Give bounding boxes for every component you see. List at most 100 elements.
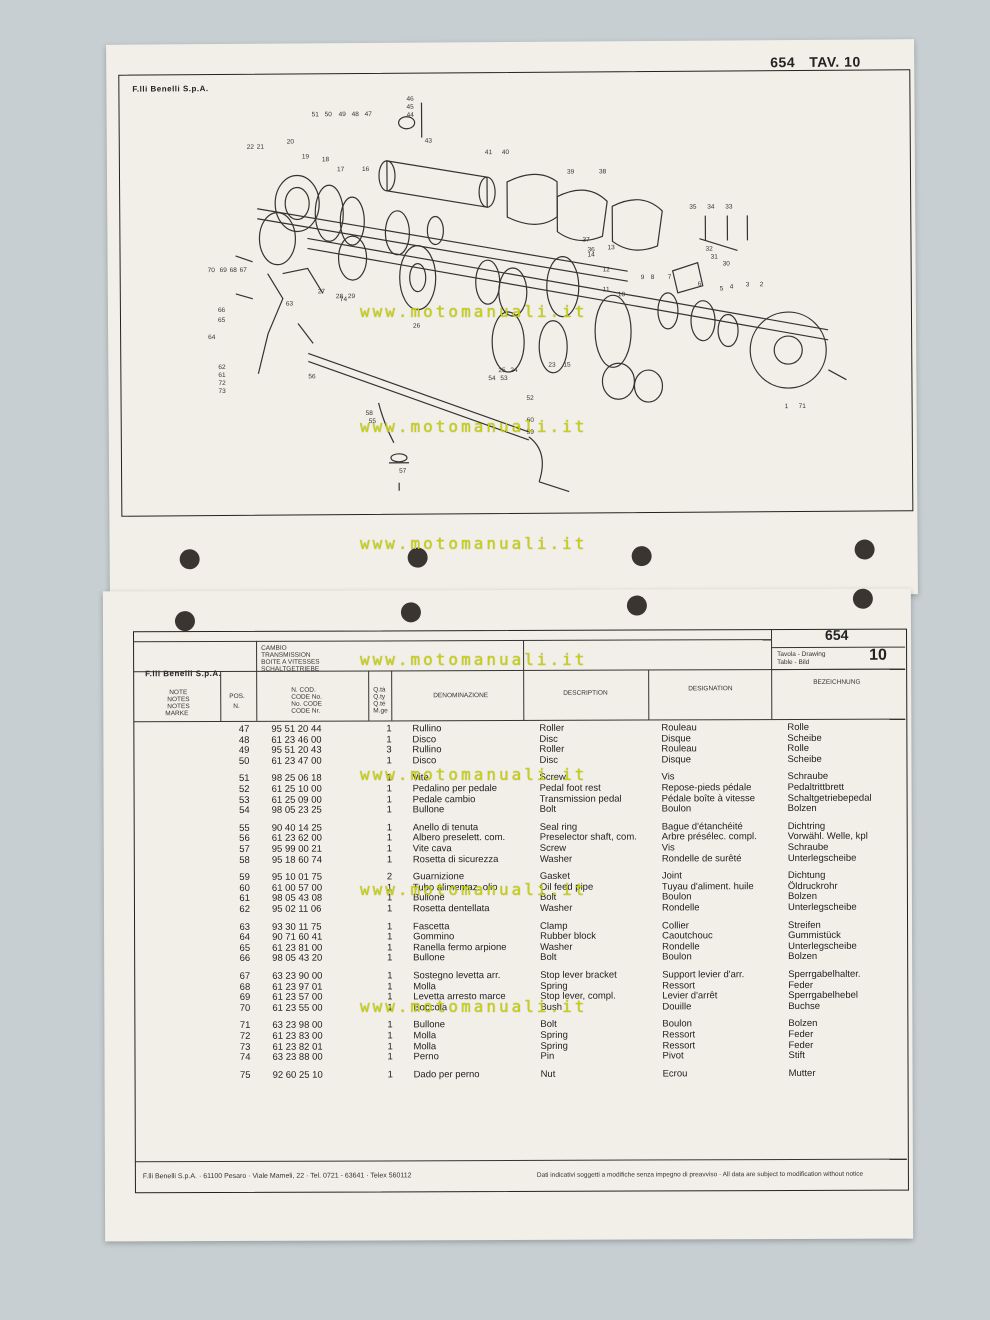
callout-number: 37 [582,236,590,243]
callout-number: 40 [502,149,510,156]
row-code: 61 25 10 00 [271,783,322,795]
header-designation: DESIGNATION [688,685,733,693]
tavola-number: 10 [869,646,887,664]
callout-number: 38 [599,168,607,175]
callout-number: 48 [352,111,360,118]
row-de: Dichtring [787,820,826,832]
tavola-label: Tavola - Drawing [777,650,826,659]
row-it: Molla [413,1040,437,1052]
table-label: Table - Bild [777,658,810,667]
row-code: 95 99 00 21 [271,843,322,855]
row-en: Preselector shaft, com. [539,831,637,844]
row-pos: 74 [239,1052,251,1064]
row-it: Gommino [413,931,455,943]
row-fr: Rondelle [662,941,700,953]
watermark: www.motomanuali.it [360,650,588,669]
callout-number: 66 [218,307,226,314]
row-en: Nut [540,1068,556,1080]
row-pos: 67 [239,970,251,982]
row-pos: 75 [239,1069,251,1081]
row-pos: 69 [239,992,251,1004]
row-en: Seal ring [539,821,578,833]
row-qty: 1 [386,903,393,915]
callout-number: 24 [510,367,518,374]
row-code: 61 23 83 00 [272,1030,323,1042]
row-en: Rubber block [540,930,597,943]
row-de: Vorwähl. Welle, kpl [787,831,868,843]
row-de: Scheibe [787,753,822,765]
callout-number: 60 [527,417,535,424]
callout-number: 10 [618,291,626,298]
row-code: 95 18 60 74 [271,854,323,866]
watermark: www.motomanuali.it [360,880,588,899]
row-pos: 49 [238,745,250,757]
watermark: www.motomanuali.it [360,997,588,1016]
callout-number: 20 [287,139,295,146]
row-pos: 64 [239,932,251,944]
parts-list-sheet: F.lli Benelli S.p.A. CAMBIO TRANSMISSION… [102,588,914,1242]
callout-number: 61 [218,372,226,379]
callout-number: 57 [399,468,407,475]
row-fr: Boulon [661,803,692,815]
callout-number: 52 [527,395,535,402]
row-pos: 70 [239,1002,251,1014]
row-qty: 1 [387,980,393,993]
callout-number: 23 [548,362,556,369]
callout-number: 12 [603,266,611,273]
row-it: Rosetta dentellata [412,903,490,915]
row-de: Bolzen [787,891,818,903]
callout-number: 25 [498,367,506,374]
row-fr: Pivot [662,1050,684,1062]
callout-number: 33 [725,203,733,210]
callout-number: 4 [730,283,734,290]
header-bezeichnung: BEZEICHNUNG [813,678,861,686]
row-de: Schaltgetriebepedal [787,792,872,804]
punch-hole [179,549,200,570]
row-code: 98 05 23 25 [271,804,322,817]
row-pos: 61 [239,893,250,905]
row-it: Dado per perno [413,1068,480,1081]
row-fr: Rondelle de surêté [661,852,742,865]
callout-number: 28 [336,293,344,300]
row-de: Scheibe [787,732,822,744]
callout-number: 2 [760,281,764,288]
row-fr: Ressort [662,979,696,992]
callout-number: 53 [500,375,508,382]
row-de: Rolle [787,721,810,734]
row-code: 98 25 06 18 [271,773,322,785]
punch-hole [400,602,421,623]
row-en: Spring [540,1029,568,1041]
row-qty: 1 [387,1019,393,1031]
row-qty: 1 [386,843,393,855]
row-code: 98 05 43 08 [271,893,323,905]
callout-number: 26 [413,323,421,330]
row-fr: Rouleau [661,722,697,734]
punch-hole [631,546,652,567]
row-en: Roller [539,722,565,734]
row-it: Rullino [412,744,442,756]
row-code: 95 02 11 06 [271,903,322,915]
row-fr: Boulon [662,951,692,963]
row-code: 63 23 88 00 [272,1051,323,1064]
row-qty: 3 [386,744,392,756]
callout-number: 71 [799,403,807,410]
row-pos: 47 [238,723,250,735]
row-en: Pedal foot rest [539,782,601,794]
exploded-diagram-svg: 2221201918171651504948474645444341403938… [208,96,847,493]
row-pos: 51 [238,773,250,785]
row-fr: Bague d'étanchéité [661,820,743,833]
callout-number: 19 [302,153,310,160]
row-de: Feder [788,1028,814,1041]
row-pos: 59 [239,872,250,884]
callout-number: 51 [312,111,320,118]
footer-address: F.lli Benelli S.p.A. · 61100 Pesaro · Vi… [142,1172,412,1181]
row-de: Unterlegscheibe [787,852,857,864]
callout-number: 8 [651,274,655,281]
row-de: Schraube [787,841,829,854]
row-fr: Ecrou [662,1068,688,1080]
row-fr: Tuyau d'aliment. huile [661,880,754,893]
callout-number: 70 [208,267,216,274]
row-it: Molla [413,980,436,992]
row-qty: 1 [386,783,392,795]
callout-number: 54 [488,375,496,382]
